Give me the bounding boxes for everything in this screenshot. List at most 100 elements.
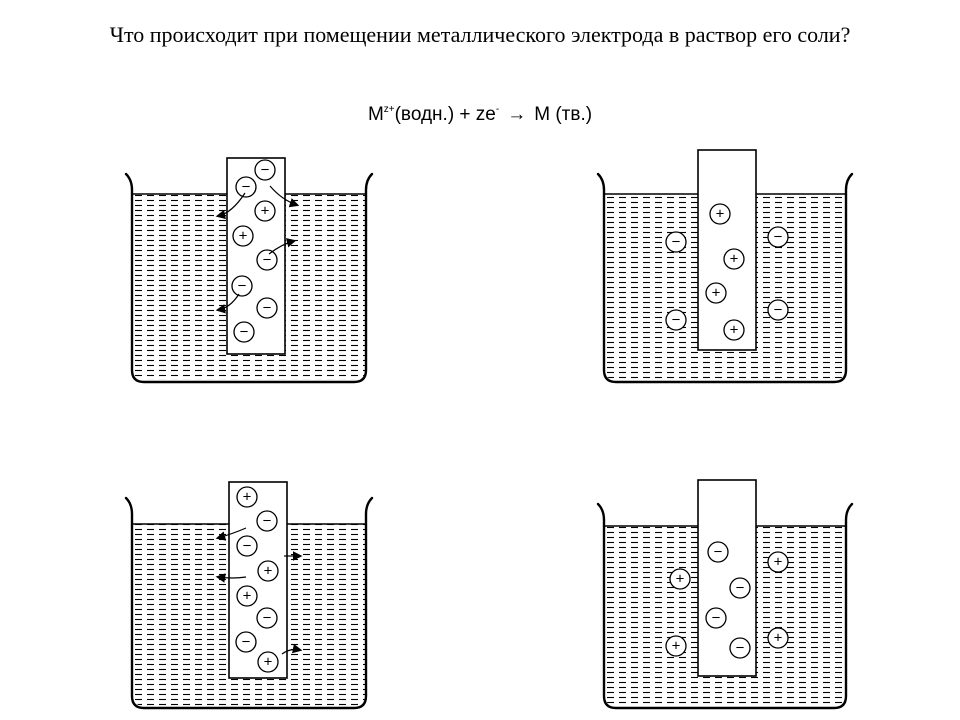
- anion-solution-circle: [665, 309, 687, 331]
- metal-electrode: [697, 149, 757, 351]
- ion-migration-arrow-left: [215, 527, 247, 541]
- cation-electrode-sign: +: [730, 251, 739, 268]
- beaker-outline: [124, 172, 374, 384]
- eq-ion-state: (водн.) + ze: [394, 104, 496, 125]
- anion-electrode-circle: [254, 159, 276, 181]
- anion-electrode-sign: −: [238, 278, 247, 295]
- anion-electrode-sign: −: [736, 640, 745, 657]
- cation-electrode: +: [257, 560, 279, 582]
- anion-electrode: −: [705, 607, 727, 629]
- beaker-panel-bottom-right: −−−−++++: [596, 479, 854, 710]
- cation-solution-circle: [669, 568, 691, 590]
- anion-electrode-circle: [235, 176, 257, 198]
- cation-electrode: +: [236, 486, 258, 508]
- cation-solution: +: [767, 627, 789, 649]
- cation-electrode: +: [705, 282, 727, 304]
- cation-electrode-circle: [723, 248, 745, 270]
- cation-solution-circle: [665, 635, 687, 657]
- eq-ion-charge: z+: [383, 104, 395, 115]
- anion-electrode-circle: [256, 510, 278, 532]
- cation-solution-circle: [767, 627, 789, 649]
- anion-electrode-circle: [235, 631, 257, 653]
- anion-electrode-circle: [231, 275, 253, 297]
- cation-electrode-sign: +: [261, 203, 270, 220]
- beaker-outline: [596, 502, 854, 710]
- anion-electrode-circle: [236, 535, 258, 557]
- cation-electrode-sign: +: [243, 588, 252, 605]
- anion-electrode-sign: −: [712, 610, 721, 627]
- beaker-outline: [124, 496, 374, 710]
- cation-electrode-circle: [709, 203, 731, 225]
- cation-electrode: +: [254, 200, 276, 222]
- anion-electrode-circle: [256, 249, 278, 271]
- cation-electrode: +: [232, 225, 254, 247]
- anion-solution-sign: −: [774, 229, 783, 246]
- ion-migration-arrow-right: [281, 643, 303, 655]
- anion-electrode: −: [235, 631, 257, 653]
- anion-electrode: −: [235, 176, 257, 198]
- anion-electrode-sign: −: [736, 580, 745, 597]
- ion-migration-arrow-left: [215, 293, 240, 314]
- anion-electrode-sign: −: [243, 538, 252, 555]
- anion-electrode-sign: −: [263, 610, 272, 627]
- ion-migration-arrow-left: [215, 573, 247, 583]
- anion-electrode: −: [231, 275, 253, 297]
- cation-electrode: +: [709, 203, 731, 225]
- reaction-equation: Mz+(водн.) + ze-→ M (тв.): [0, 104, 960, 126]
- cation-electrode-circle: [257, 651, 279, 673]
- anion-solution: −: [767, 226, 789, 248]
- anion-electrode-sign: −: [242, 634, 251, 651]
- cation-electrode-sign: +: [716, 206, 725, 223]
- anion-electrode-circle: [233, 321, 255, 343]
- anion-electrode: −: [256, 510, 278, 532]
- cation-solution-circle: [767, 551, 789, 573]
- anion-electrode: −: [233, 321, 255, 343]
- cation-electrode: +: [257, 651, 279, 673]
- cation-electrode-sign: +: [730, 322, 739, 339]
- anion-electrode-circle: [705, 607, 727, 629]
- beaker-panel-top-left: −−++−−−−: [124, 157, 374, 384]
- anion-solution: −: [665, 309, 687, 331]
- ion-migration-arrow-right: [268, 238, 297, 255]
- cation-electrode-sign: +: [264, 563, 273, 580]
- cation-solution-sign: +: [774, 554, 783, 571]
- cation-electrode-circle: [236, 486, 258, 508]
- anion-electrode: −: [256, 297, 278, 319]
- cation-solution: +: [767, 551, 789, 573]
- anion-solution-circle: [767, 226, 789, 248]
- cation-electrode-circle: [257, 560, 279, 582]
- eq-arrow: →: [507, 104, 527, 125]
- cation-solution: +: [669, 568, 691, 590]
- cation-electrode-circle: [723, 319, 745, 341]
- anion-electrode-sign: −: [263, 300, 272, 317]
- eq-electron-sign: -: [495, 104, 500, 115]
- cation-electrode-sign: +: [243, 489, 252, 506]
- cation-electrode-circle: [254, 200, 276, 222]
- cation-electrode-sign: +: [264, 654, 273, 671]
- anion-electrode-sign: −: [263, 252, 272, 269]
- beaker-panel-bottom-left: +−−++−−+: [124, 481, 374, 710]
- anion-electrode-sign: −: [714, 544, 723, 561]
- page-title: Что происходит при помещении металлическ…: [109, 22, 851, 47]
- cation-solution-sign: +: [774, 630, 783, 647]
- anion-electrode: −: [236, 535, 258, 557]
- eq-product: M (тв.): [534, 104, 593, 125]
- anion-electrode-sign: −: [240, 324, 249, 341]
- anion-electrode-circle: [256, 607, 278, 629]
- cation-electrode-sign: +: [239, 228, 248, 245]
- ion-migration-arrow-left: [215, 192, 246, 220]
- cation-electrode: +: [723, 319, 745, 341]
- cation-electrode-circle: [232, 225, 254, 247]
- cation-solution-sign: +: [672, 638, 681, 655]
- cation-electrode-circle: [705, 282, 727, 304]
- anion-electrode: −: [707, 541, 729, 563]
- cation-electrode-sign: +: [712, 285, 721, 302]
- anion-solution-circle: [665, 231, 687, 253]
- eq-metal: M: [367, 104, 384, 125]
- anion-solution: −: [665, 231, 687, 253]
- cation-solution-sign: +: [676, 571, 685, 588]
- anion-electrode-circle: [729, 637, 751, 659]
- anion-electrode-sign: −: [263, 513, 272, 530]
- anion-electrode-circle: [256, 297, 278, 319]
- anion-electrode-circle: [729, 577, 751, 599]
